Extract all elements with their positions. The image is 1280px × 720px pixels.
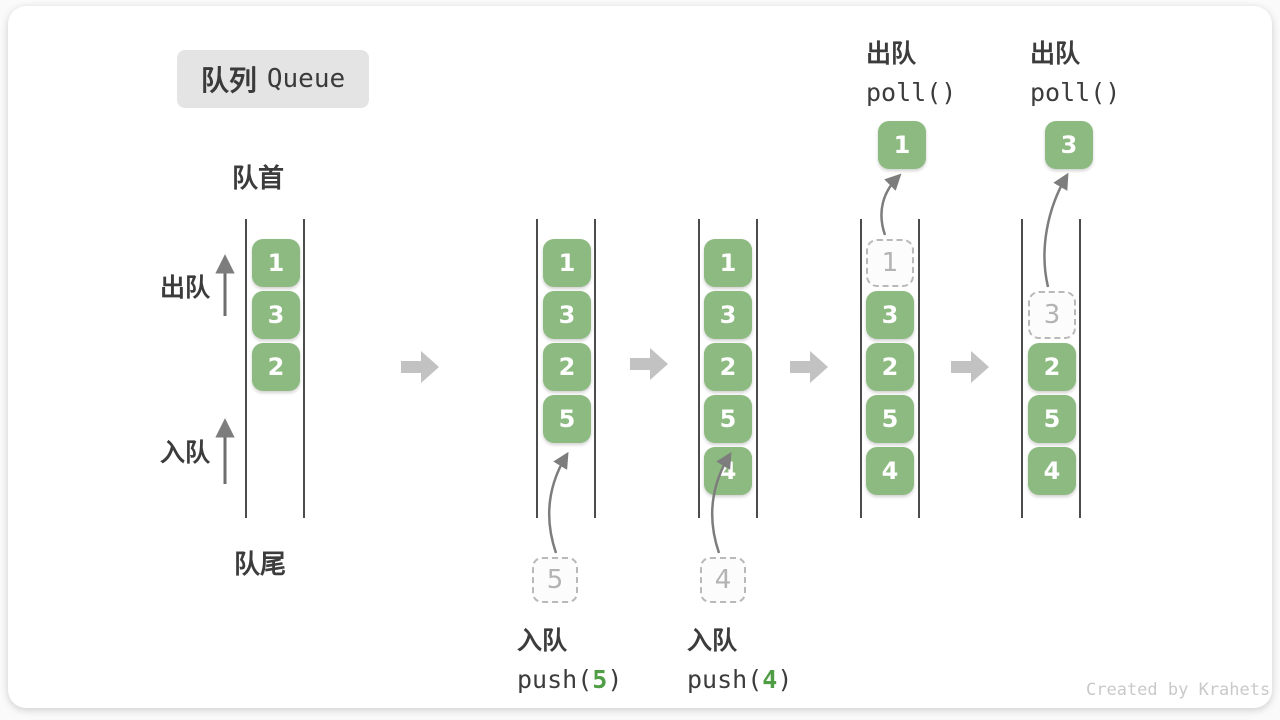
enqueue-operation-label-1: 入队 push(5) bbox=[517, 621, 622, 694]
arrows-layer bbox=[215, 172, 1069, 554]
dequeue-label-zh: 出队 bbox=[1030, 39, 1081, 68]
queue-block: 1 bbox=[252, 239, 300, 287]
state-transition-arrow-icon bbox=[401, 351, 439, 383]
dequeue-code: poll() bbox=[1030, 78, 1121, 107]
queue-column-3 bbox=[698, 219, 758, 518]
code-suffix: ) bbox=[607, 665, 623, 694]
queue-column-5 bbox=[1021, 219, 1081, 518]
queue-column-2 bbox=[536, 219, 596, 518]
queue-block: 3 bbox=[704, 291, 752, 339]
queue-block: 5 bbox=[1028, 395, 1076, 443]
enqueue-code: push(5) bbox=[517, 665, 622, 694]
enqueue-label-zh: 入队 bbox=[687, 626, 738, 655]
queue-block: 4 bbox=[1028, 447, 1076, 495]
dequeue-operation-label-2: 出队 poll() bbox=[1030, 34, 1120, 107]
queue-block: 5 bbox=[704, 395, 752, 443]
code-prefix: push( bbox=[687, 665, 763, 694]
enqueue-side-label: 入队 bbox=[160, 438, 211, 467]
removed-element-ghost: 3 bbox=[1028, 291, 1076, 339]
state-transition-arrow-icon bbox=[790, 351, 828, 383]
diagram-card: 队列 Queue 队首 队尾 出队 入队 1 3 2 1 3 2 5 5 1 3… bbox=[8, 6, 1272, 708]
queue-block: 5 bbox=[543, 395, 591, 443]
queue-block: 3 bbox=[866, 291, 914, 339]
code-arg: 4 bbox=[762, 665, 778, 694]
title-zh: 队列 bbox=[200, 64, 257, 97]
queue-block: 2 bbox=[252, 343, 300, 391]
title-en: Queue bbox=[266, 64, 346, 94]
queue-block: 3 bbox=[543, 291, 591, 339]
queue-block: 3 bbox=[252, 291, 300, 339]
dequeue-operation-label-1: 出队 poll() bbox=[866, 34, 956, 107]
queue-rear-label: 队尾 bbox=[234, 550, 287, 580]
queue-block: 5 bbox=[866, 395, 914, 443]
queue-block: 1 bbox=[704, 239, 752, 287]
queue-block: 1 bbox=[543, 239, 591, 287]
title-badge: 队列 Queue bbox=[177, 50, 369, 108]
code-prefix: push( bbox=[517, 665, 593, 694]
queue-block: 2 bbox=[704, 343, 752, 391]
removed-element-ghost: 1 bbox=[866, 239, 914, 287]
incoming-element: 5 bbox=[532, 557, 578, 603]
queue-block: 2 bbox=[866, 343, 914, 391]
code-arg: 5 bbox=[592, 665, 608, 694]
enqueue-code: push(4) bbox=[687, 665, 792, 694]
dequeue-side-label: 出队 bbox=[160, 273, 211, 302]
queue-column-1 bbox=[245, 219, 305, 518]
enqueue-label-zh: 入队 bbox=[517, 626, 568, 655]
popped-element: 3 bbox=[1045, 121, 1093, 169]
code-suffix: ) bbox=[777, 665, 793, 694]
queue-block: 2 bbox=[1028, 343, 1076, 391]
state-transition-arrow-icon bbox=[630, 348, 668, 380]
popped-element: 1 bbox=[878, 121, 926, 169]
queue-block: 2 bbox=[543, 343, 591, 391]
enqueue-operation-label-2: 入队 push(4) bbox=[687, 621, 792, 694]
incoming-element: 4 bbox=[700, 557, 746, 603]
queue-block: 4 bbox=[704, 447, 752, 495]
dequeue-label-zh: 出队 bbox=[866, 39, 917, 68]
queue-column-4 bbox=[860, 219, 920, 518]
dequeue-code: poll() bbox=[866, 78, 957, 107]
state-transition-arrow-icon bbox=[951, 351, 989, 383]
queue-front-label: 队首 bbox=[232, 164, 285, 194]
watermark: Created by Krahets bbox=[1086, 680, 1271, 700]
queue-block: 4 bbox=[866, 447, 914, 495]
